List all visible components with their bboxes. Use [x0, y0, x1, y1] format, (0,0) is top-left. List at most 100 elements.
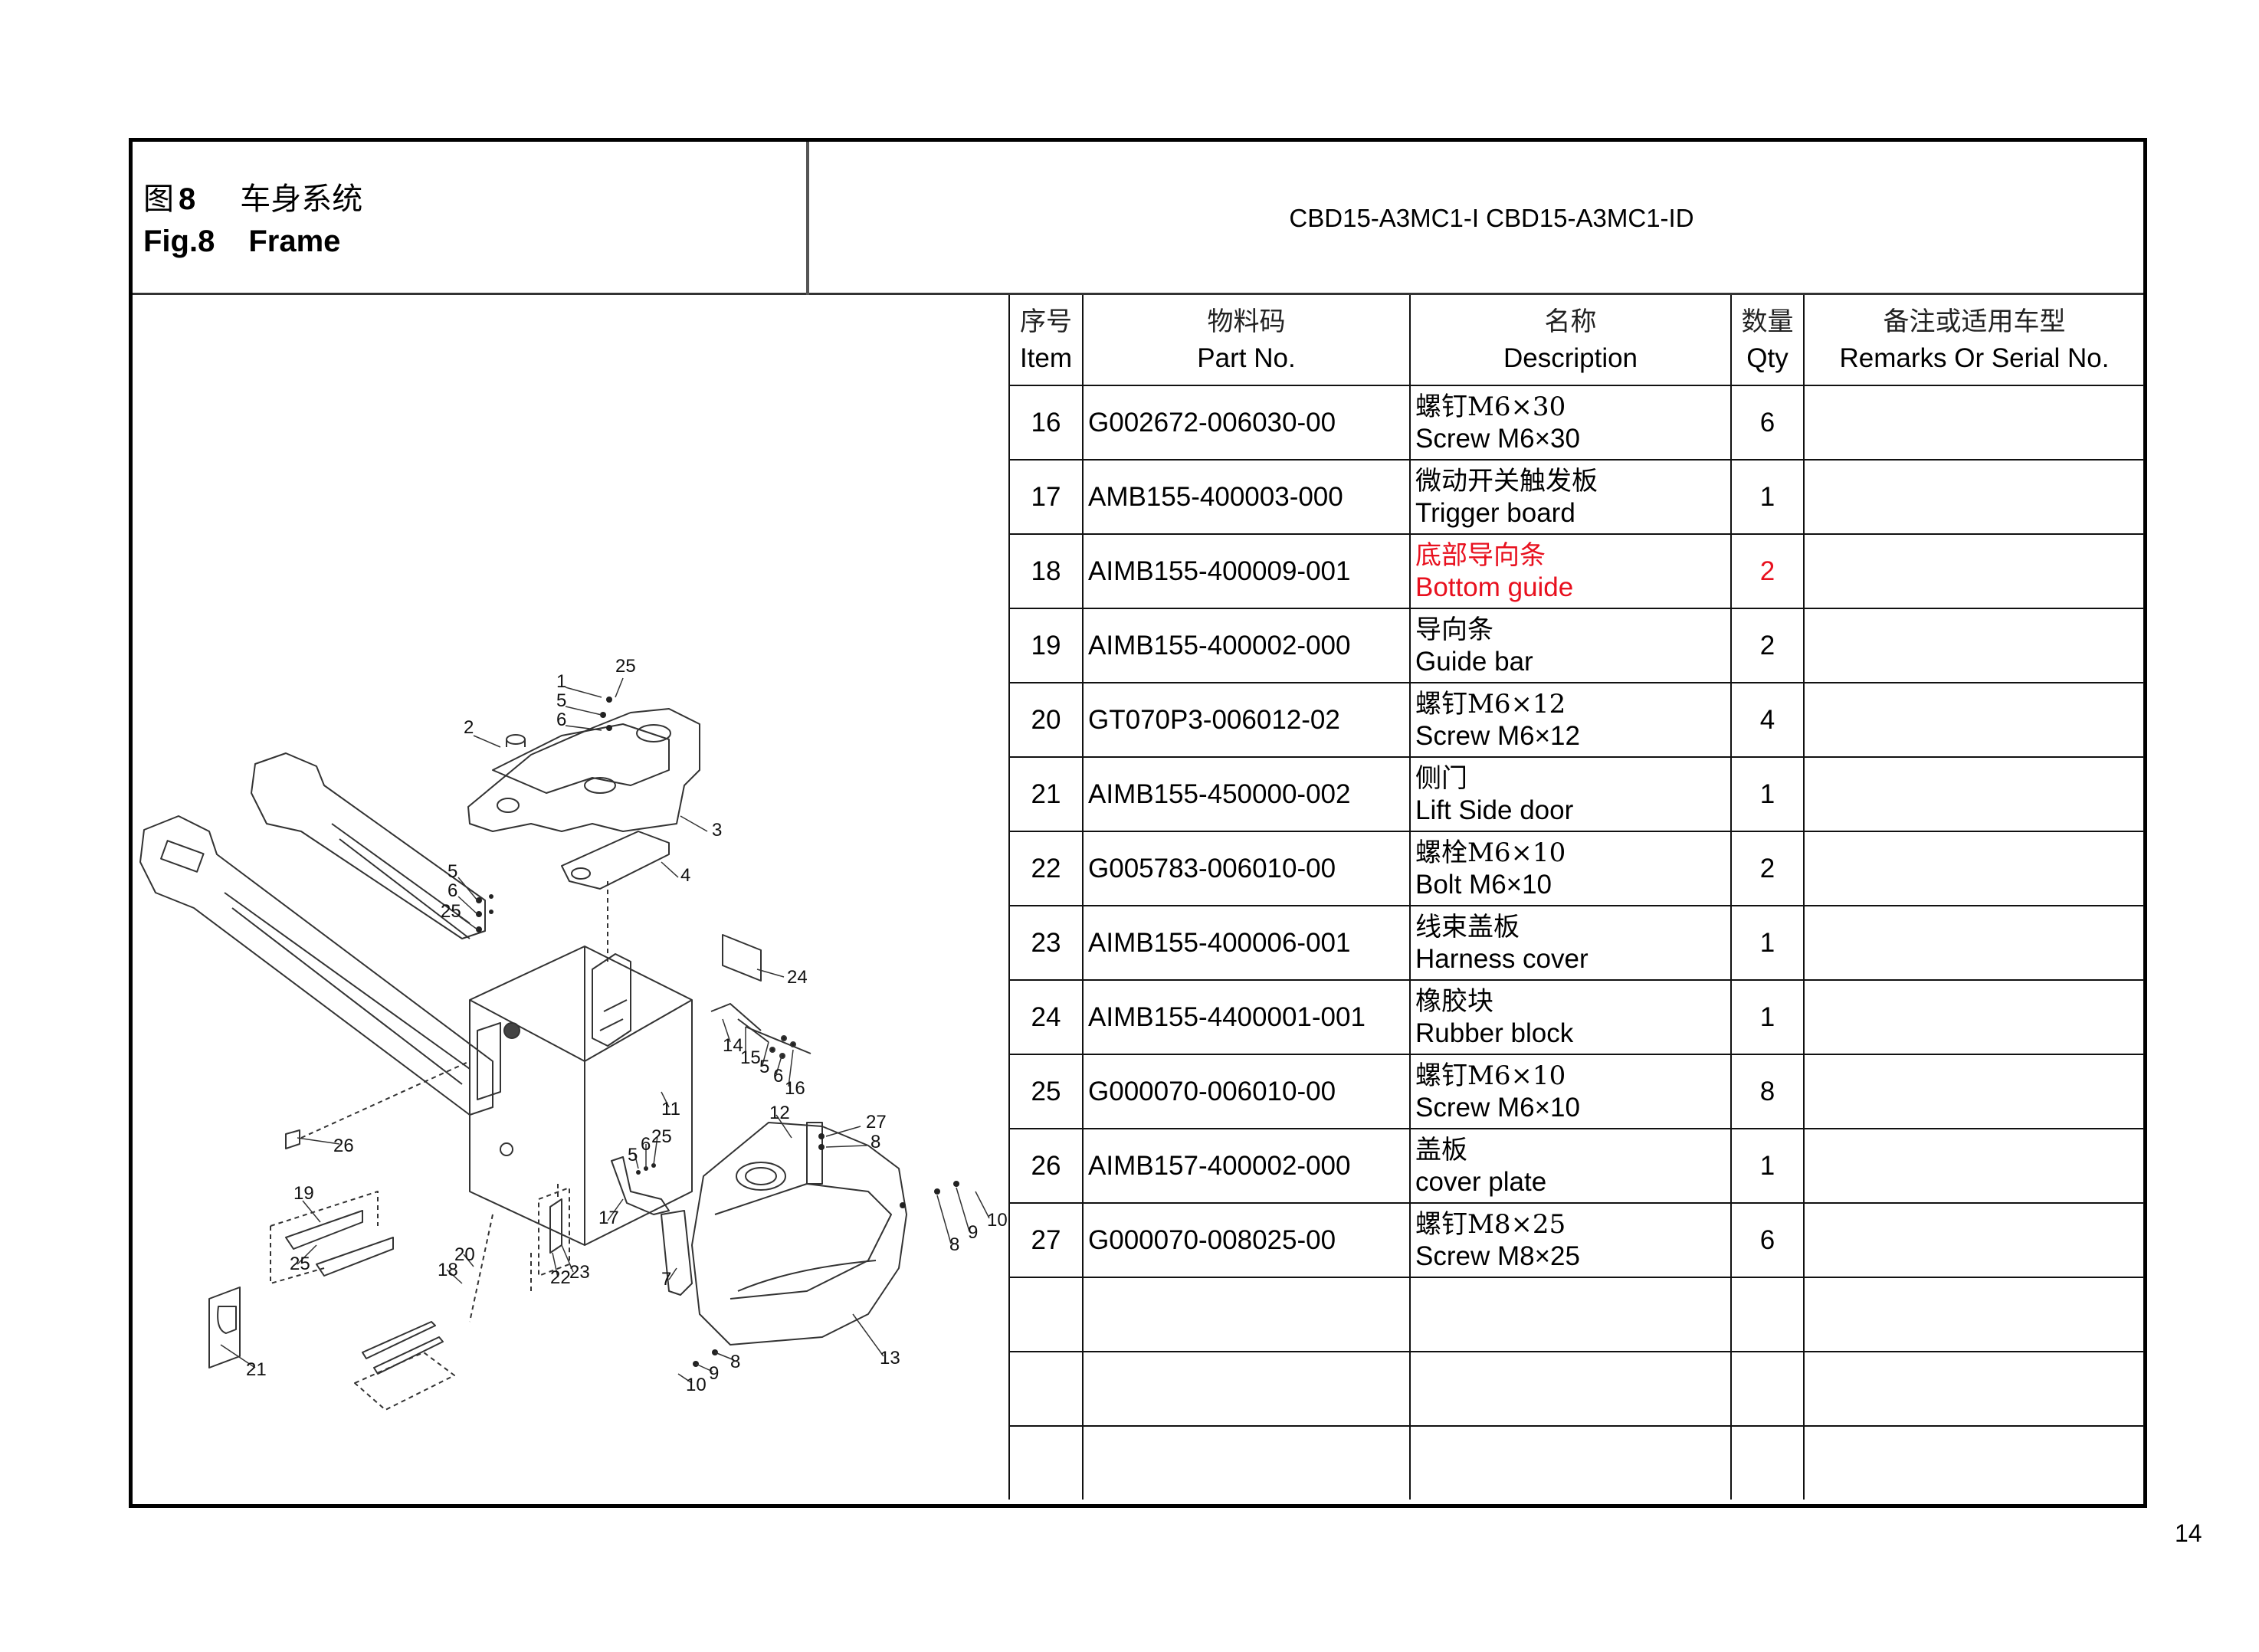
- item-number: 27: [1008, 1202, 1084, 1278]
- callout: 15: [740, 1047, 761, 1068]
- table-row-empty: [1008, 1277, 2144, 1352]
- callout: 13: [880, 1348, 900, 1368]
- callout: 5: [448, 861, 457, 882]
- description: [1409, 1351, 1732, 1427]
- description: [1409, 1277, 1732, 1352]
- table-row-empty: [1008, 1351, 2144, 1427]
- quantity: 1: [1730, 756, 1805, 832]
- part-number: G000070-006010-00: [1082, 1054, 1411, 1129]
- item-number: [1008, 1425, 1084, 1500]
- quantity: 2: [1730, 831, 1805, 906]
- callout: 11: [661, 1099, 680, 1119]
- page-number: 14: [2175, 1519, 2202, 1547]
- applicable-models: CBD15-A3MC1-I CBD15-A3MC1-ID: [1289, 204, 1694, 232]
- remarks: [1803, 1425, 2144, 1500]
- quantity: [1730, 1277, 1805, 1352]
- remarks: [1803, 1054, 2144, 1129]
- callout: 8: [730, 1352, 740, 1372]
- quantity: [1730, 1425, 1805, 1500]
- callout: 16: [785, 1078, 805, 1099]
- remarks: [1803, 1202, 2144, 1278]
- quantity: 4: [1730, 682, 1805, 758]
- item-number: 20: [1008, 682, 1084, 758]
- part-number: G002672-006030-00: [1082, 385, 1411, 461]
- part-number: G005783-006010-00: [1082, 831, 1411, 906]
- callout: 9: [709, 1363, 719, 1384]
- callout: 27: [866, 1112, 887, 1132]
- remarks: [1803, 905, 2144, 981]
- item-number: 24: [1008, 979, 1084, 1055]
- quantity: 2: [1730, 533, 1805, 609]
- part-number: AIMB155-4400001-001: [1082, 979, 1411, 1055]
- callout: 24: [787, 967, 808, 988]
- callout: 10: [686, 1375, 707, 1395]
- part-number: AIMB155-400009-001: [1082, 533, 1411, 609]
- callout: 22: [550, 1267, 571, 1288]
- remarks: [1803, 608, 2144, 683]
- remarks: [1803, 682, 2144, 758]
- remarks: [1803, 979, 2144, 1055]
- part-number: [1082, 1277, 1411, 1352]
- quantity: 1: [1730, 979, 1805, 1055]
- remarks: [1803, 1351, 2144, 1427]
- callout: 5: [759, 1057, 769, 1077]
- callout: 7: [661, 1269, 671, 1290]
- section-title-cn: 车身系统: [240, 182, 363, 217]
- part-number: AIMB155-400002-000: [1082, 608, 1411, 683]
- quantity: 1: [1730, 459, 1805, 535]
- part-number: [1082, 1425, 1411, 1500]
- item-number: 26: [1008, 1128, 1084, 1204]
- callout: 21: [246, 1359, 267, 1380]
- description: [1409, 1425, 1732, 1500]
- quantity: 1: [1730, 905, 1805, 981]
- part-number: [1082, 1351, 1411, 1427]
- quantity: 6: [1730, 385, 1805, 461]
- part-number: G000070-008025-00: [1082, 1202, 1411, 1278]
- item-number: 19: [1008, 608, 1084, 683]
- item-number: 18: [1008, 533, 1084, 609]
- exploded-view-diagram: 1 25 5 6 2 3 4 5 6 25 24 14 15 5 6 16 11…: [133, 295, 1008, 1504]
- figure-number: 8: [179, 182, 196, 216]
- item-number: 23: [1008, 905, 1084, 981]
- callout: 12: [769, 1103, 790, 1123]
- quantity: 8: [1730, 1054, 1805, 1129]
- remarks: [1803, 831, 2144, 906]
- part-number: AMB155-400003-000: [1082, 459, 1411, 535]
- callout: 23: [569, 1262, 590, 1283]
- remarks: [1803, 533, 2144, 609]
- callout: 5: [628, 1145, 638, 1165]
- quantity: 6: [1730, 1202, 1805, 1278]
- callout: 25: [441, 901, 461, 922]
- part-number: AIMB157-400002-000: [1082, 1128, 1411, 1204]
- remarks: [1803, 459, 2144, 535]
- callout: 6: [556, 710, 566, 730]
- item-number: 16: [1008, 385, 1084, 461]
